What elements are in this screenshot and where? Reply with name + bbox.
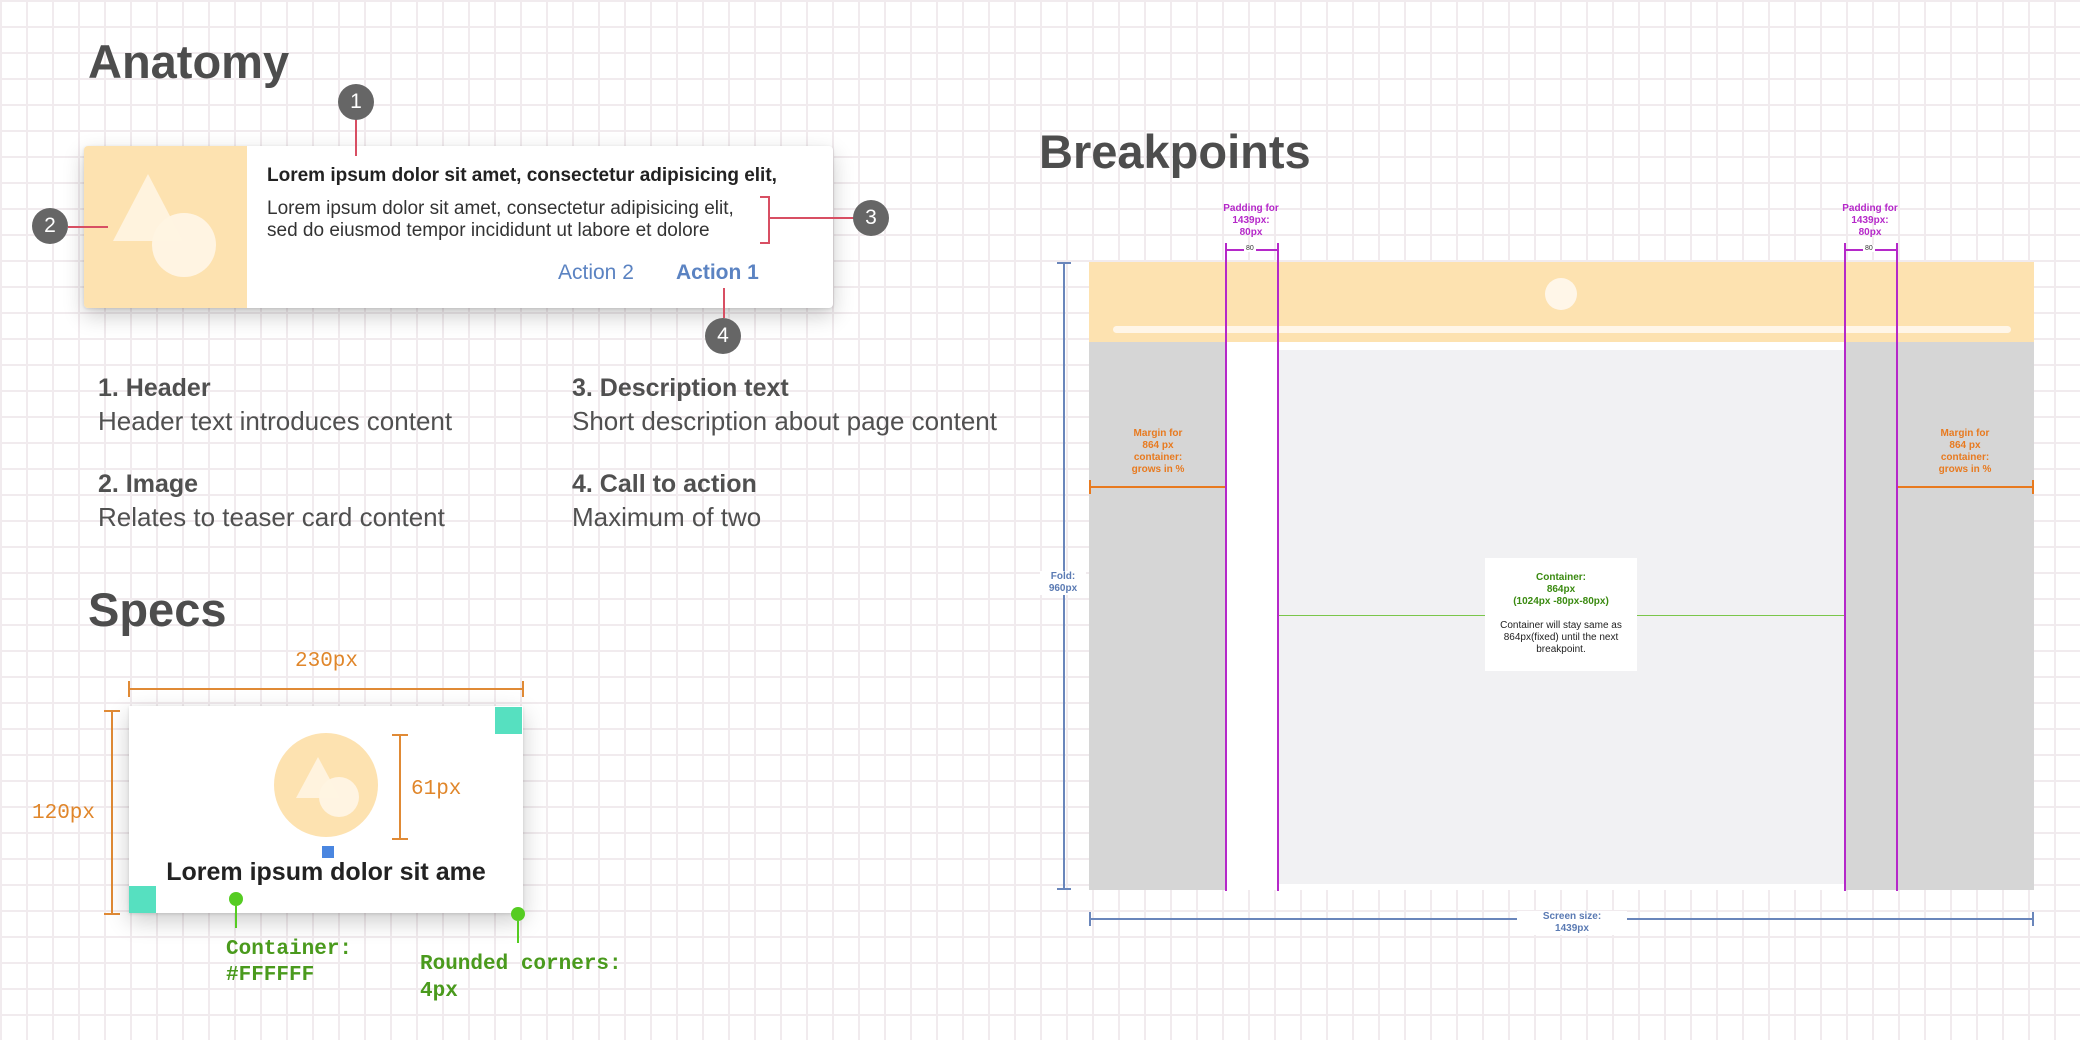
margin-dim-left <box>1089 486 1225 488</box>
fold-tick-bottom <box>1057 888 1071 890</box>
padding-label-left: Padding for 1439px: 80px <box>1223 203 1279 238</box>
padding-line-l2 <box>1277 243 1279 891</box>
resize-handle-bottom-left[interactable] <box>129 886 156 913</box>
corners-pin-dot <box>511 907 525 921</box>
margin-tick-right-a <box>2032 480 2034 494</box>
screen-size-label: Screen size: 1439px <box>1517 911 1627 935</box>
spec-card-text: Lorem ipsum dolor sit ame <box>166 858 486 886</box>
specs-title: Specs <box>88 583 227 636</box>
margin-label-right: Margin for 864 px container: grows in % <box>1938 428 1992 475</box>
corners-pin-line <box>517 921 519 943</box>
padding-line-l1 <box>1225 243 1227 891</box>
legend-header-desc: Header text introduces content <box>98 406 453 436</box>
image-placeholder-icon <box>113 174 216 277</box>
description-bracket <box>760 196 770 244</box>
anatomy-title: Anatomy <box>88 35 290 88</box>
container-note-title: Container: 864px (1024px -80px-80px) <box>1513 572 1609 607</box>
width-tick-left <box>128 681 130 697</box>
height-label: 120px <box>32 802 96 825</box>
height-dimension-line <box>111 710 113 914</box>
pin-line-1 <box>355 118 357 156</box>
margin-tick-left-a <box>1089 480 1091 494</box>
anchor-handle[interactable] <box>322 846 334 858</box>
margin-label-left: Margin for 864 px container: grows in % <box>1131 428 1185 475</box>
spec-card: Lorem ipsum dolor sit ame <box>129 706 523 913</box>
badge-3: 3 <box>853 200 889 236</box>
action-1-button[interactable]: Action 1 <box>676 261 759 284</box>
container-note-box: Container: 864px (1024px -80px-80px) Con… <box>1485 558 1637 671</box>
container-note-text: Container will stay same as 864px(fixed)… <box>1500 620 1622 655</box>
badge-1: 1 <box>338 84 374 120</box>
screen-size-tick-right <box>2032 912 2034 926</box>
pin-line-2 <box>68 226 108 228</box>
screen-size-tick-left <box>1089 912 1091 926</box>
badge-2: 2 <box>32 208 68 244</box>
header-nav-line <box>1113 326 2011 333</box>
container-pin-line <box>235 906 237 928</box>
container-pin-dot <box>229 892 243 906</box>
legend-description-title: 3. Description text <box>572 374 789 402</box>
image-size-label: 61px <box>411 778 462 801</box>
padding-tick-right: 80 <box>1863 245 1875 252</box>
legend-cta-desc: Maximum of two <box>572 502 762 532</box>
width-tick-right <box>522 681 524 697</box>
pin-line-3 <box>768 217 854 219</box>
badge-4: 4 <box>705 318 741 354</box>
header-logo-icon <box>1545 278 1577 310</box>
padding-line-r1 <box>1844 243 1846 891</box>
width-dimension-line <box>129 688 523 690</box>
legend-header-title: 1. Header <box>98 374 211 402</box>
legend-image-desc: Relates to teaser card content <box>98 502 445 532</box>
padding-tick-left: 80 <box>1244 245 1256 252</box>
legend-description-desc: Short description about page content <box>572 406 997 436</box>
image-tick-top <box>392 734 408 736</box>
card-header: Lorem ipsum dolor sit amet, consectetur … <box>267 165 777 186</box>
teaser-card: Lorem ipsum dolor sit amet, consectetur … <box>84 146 833 308</box>
container-value: #FFFFFF <box>226 964 315 987</box>
fold-label: Fold: 960px <box>1040 571 1086 595</box>
margin-dim-right <box>1898 486 2034 488</box>
legend-cta-title: 4. Call to action <box>572 470 757 498</box>
breakpoints-title: Breakpoints <box>1039 125 1311 178</box>
card-description: Lorem ipsum dolor sit amet, consectetur … <box>267 198 734 241</box>
legend-image-title: 2. Image <box>98 470 199 498</box>
image-dimension-line <box>399 734 401 840</box>
height-tick-top <box>104 710 120 712</box>
image-tick-bottom <box>392 838 408 840</box>
fold-tick-top <box>1057 262 1071 264</box>
height-tick-bottom <box>104 913 120 915</box>
width-label: 230px <box>295 650 359 673</box>
card-image <box>84 146 247 308</box>
corners-value: 4px <box>420 980 458 1003</box>
pin-line-4 <box>723 288 725 318</box>
action-2-button[interactable]: Action 2 <box>558 261 634 284</box>
padding-label-right: Padding for 1439px: 80px <box>1842 203 1898 238</box>
corners-label: Rounded corners: <box>420 953 622 976</box>
resize-handle-top-right[interactable] <box>495 707 522 734</box>
container-label: Container: <box>226 938 353 961</box>
padding-line-r2 <box>1896 243 1898 891</box>
spec-image-placeholder-icon <box>274 733 378 837</box>
